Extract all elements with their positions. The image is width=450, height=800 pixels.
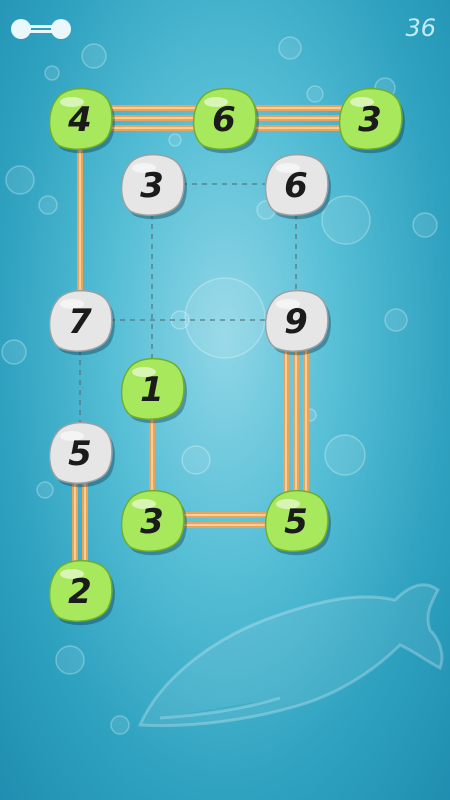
- island[interactable]: 5: [264, 489, 331, 556]
- island[interactable]: 4: [48, 87, 115, 154]
- island[interactable]: 9: [264, 289, 331, 356]
- islands: 4 6 3 3 6 7 9 1 5 3 5 2: [48, 87, 405, 626]
- island-value: 5: [68, 434, 92, 474]
- island-value: 6: [284, 166, 308, 206]
- island-value: 3: [140, 502, 164, 542]
- island[interactable]: 7: [48, 289, 115, 356]
- island[interactable]: 3: [120, 153, 187, 220]
- island-value: 7: [68, 302, 92, 342]
- island-value: 5: [284, 502, 308, 542]
- island-value: 3: [140, 166, 164, 206]
- island-value: 4: [67, 100, 92, 140]
- island[interactable]: 2: [48, 559, 115, 626]
- island-value: 6: [212, 100, 236, 140]
- island[interactable]: 3: [120, 489, 187, 556]
- island-value: 3: [358, 100, 382, 140]
- island[interactable]: 5: [48, 421, 115, 488]
- island[interactable]: 3: [338, 87, 405, 154]
- whale-silhouette: [137, 583, 444, 728]
- island-value: 2: [68, 572, 92, 612]
- island-value: 9: [284, 302, 308, 342]
- bridge[interactable]: [283, 320, 309, 520]
- island[interactable]: 1: [120, 357, 187, 424]
- level-number: 36: [405, 14, 436, 42]
- menu-bridge-icon[interactable]: [10, 18, 72, 40]
- island-value: 1: [140, 370, 164, 410]
- island[interactable]: 6: [192, 87, 259, 154]
- island[interactable]: 6: [264, 153, 331, 220]
